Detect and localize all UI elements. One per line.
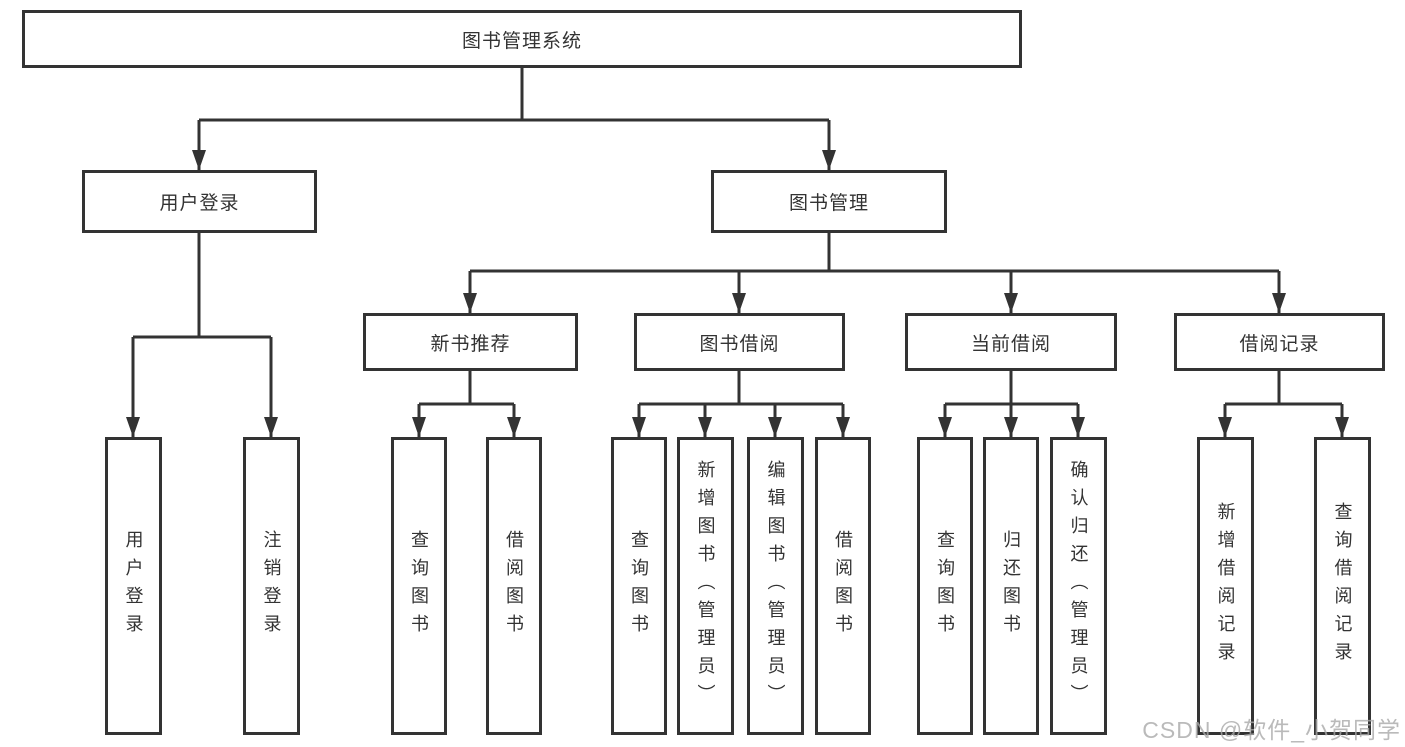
node-label: 查询借阅记录: [1332, 502, 1353, 670]
node-label: 借阅图书: [504, 530, 524, 642]
node-label: 归还图书: [1001, 530, 1021, 642]
csdn-watermark: CSDN @软件_小贺同学: [1142, 717, 1401, 743]
node-label: 编辑图书（管理员）: [765, 460, 786, 712]
leaf-query-borrow-record: 查询借阅记录: [1314, 437, 1371, 735]
node-book-management: 图书管理: [711, 170, 947, 233]
node-label: 确认归还（管理员）: [1068, 460, 1089, 712]
node-user-login: 用户登录: [82, 170, 317, 233]
node-label: 注销登录: [261, 530, 282, 642]
node-label: 借阅记录: [1239, 333, 1320, 355]
node-book-borrowing: 图书借阅: [634, 313, 845, 371]
leaf-add-borrow-record: 新增借阅记录: [1197, 437, 1254, 735]
leaf-return-books: 归还图书: [983, 437, 1039, 735]
leaf-edit-books-admin: 编辑图书（管理员）: [747, 437, 804, 735]
node-current-borrowing: 当前借阅: [905, 313, 1117, 371]
leaf-add-books-admin: 新增图书（管理员）: [677, 437, 734, 735]
leaf-query-books: 查询图书: [611, 437, 667, 735]
leaf-query-books: 查询图书: [391, 437, 447, 735]
node-label: 图书借阅: [699, 333, 780, 355]
node-label: 图书管理: [788, 193, 869, 214]
leaf-logout: 注销登录: [243, 437, 300, 735]
leaf-borrow-books: 借阅图书: [815, 437, 871, 735]
node-label: 当前借阅: [970, 333, 1051, 355]
node-label: 查询图书: [935, 530, 955, 642]
node-borrowing-records: 借阅记录: [1174, 313, 1385, 371]
node-label: 新增图书（管理员）: [695, 460, 716, 712]
node-label: 新书推荐: [430, 333, 511, 355]
node-label: 借阅图书: [833, 530, 853, 642]
node-label: 查询图书: [629, 530, 649, 642]
node-new-book-recommendation: 新书推荐: [363, 313, 578, 371]
leaf-confirm-return-admin: 确认归还（管理员）: [1050, 437, 1107, 735]
node-label: 用户登录: [159, 193, 240, 214]
leaf-query-books: 查询图书: [917, 437, 973, 735]
leaf-borrow-books: 借阅图书: [486, 437, 542, 735]
node-library-management-system: 图书管理系统: [22, 10, 1022, 68]
leaf-user-login: 用户登录: [105, 437, 162, 735]
node-label: 图书管理系统: [461, 30, 582, 52]
node-label: 用户登录: [123, 530, 144, 642]
node-label: 查询图书: [409, 530, 429, 642]
node-label: 新增借阅记录: [1215, 502, 1236, 670]
